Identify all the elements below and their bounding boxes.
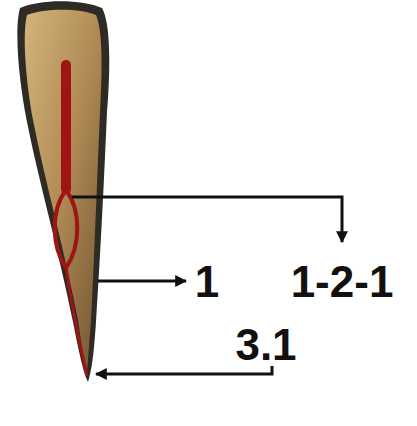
pulp-chamber <box>61 60 71 194</box>
callout-number: 1 <box>195 260 219 304</box>
callout-number: 1-2-1 <box>291 260 394 304</box>
leader-arrow <box>96 366 272 374</box>
leader-arrow <box>98 280 186 283</box>
canal-apical <box>66 266 87 376</box>
tooth-outline <box>17 1 109 382</box>
tooth-dentin <box>25 10 102 372</box>
callout-number: 3.1 <box>235 323 296 367</box>
leader-arrow <box>72 197 342 242</box>
canal-loop <box>55 190 78 268</box>
